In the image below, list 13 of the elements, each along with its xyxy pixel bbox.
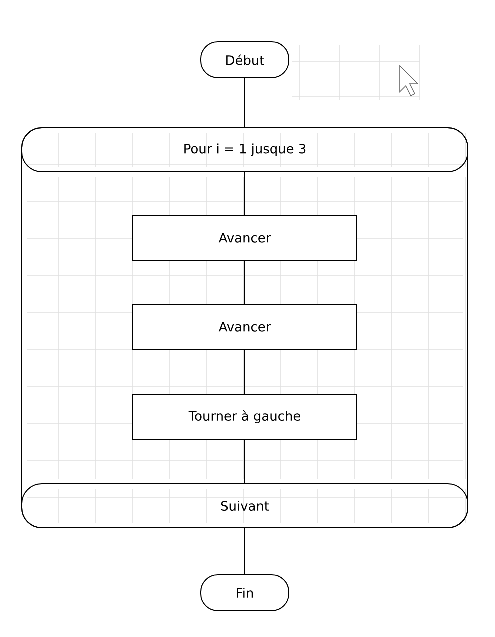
connector-line	[244, 350, 246, 394]
connector-line	[244, 260, 246, 304]
loop-band: Pour i = 1 jusque 3	[22, 128, 468, 172]
terminal-pill: Fin	[200, 574, 290, 612]
connector-line	[244, 172, 246, 216]
process-box: Avancer	[132, 215, 358, 261]
connector-line	[244, 440, 246, 484]
connector-line	[244, 528, 246, 575]
process-box: Avancer	[132, 304, 358, 350]
loop-band: Suivant	[22, 484, 468, 528]
connector-line	[244, 78, 246, 128]
terminal-pill: Début	[200, 42, 290, 78]
process-box: Tourner à gauche	[132, 394, 358, 440]
